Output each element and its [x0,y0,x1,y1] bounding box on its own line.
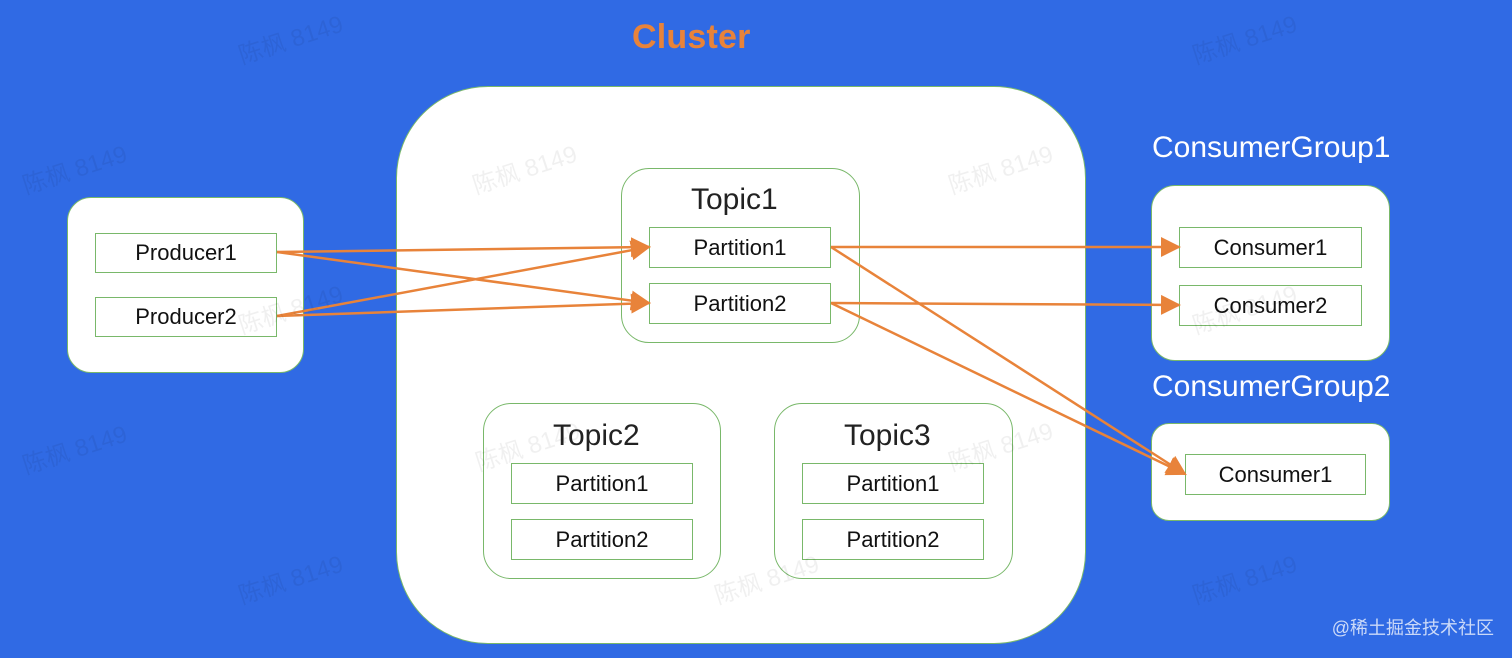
producer1-to-topic1-partition2-arrow [276,250,651,311]
topic1-partition1-box: Partition1 [649,227,831,268]
group2-consumer1-box: Consumer1 [1185,454,1366,495]
producer-panel [67,197,304,373]
topic3-partition2-box: Partition2 [802,519,984,560]
topic1-partition2-box: Partition2 [649,283,831,324]
producer2-box: Producer2 [95,297,277,337]
topic1-title: Topic1 [691,183,778,216]
producer2-to-topic1-partition2-arrow [276,293,651,318]
group1-consumer1-box: Consumer1 [1179,227,1362,268]
producer2-to-topic1-partition1-arrow [276,240,651,318]
source-credit: @稀土掘金技术社区 [1331,618,1494,638]
consumer-group1-panel [1151,185,1390,361]
topic2-title: Topic2 [553,419,640,452]
producer1-box: Producer1 [95,233,277,273]
cluster-title: Cluster [632,18,751,56]
topic3-partition1-box: Partition1 [802,463,984,504]
consumer-group1-label: ConsumerGroup1 [1152,131,1391,164]
producer1-to-topic1-partition1-arrow [276,237,651,258]
consumer-group2-label: ConsumerGroup2 [1152,370,1391,403]
group1-consumer2-box: Consumer2 [1179,285,1362,326]
topic2-partition1-box: Partition1 [511,463,693,504]
topic3-title: Topic3 [844,419,931,452]
topic1-partition2-to-group1-consumer2-arrow [830,294,1181,315]
topic1-partition2-to-group2-consumer1-arrow [830,301,1187,476]
topic2-partition2-box: Partition2 [511,519,693,560]
topic1-partition1-to-group2-consumer1-arrow [830,245,1187,476]
